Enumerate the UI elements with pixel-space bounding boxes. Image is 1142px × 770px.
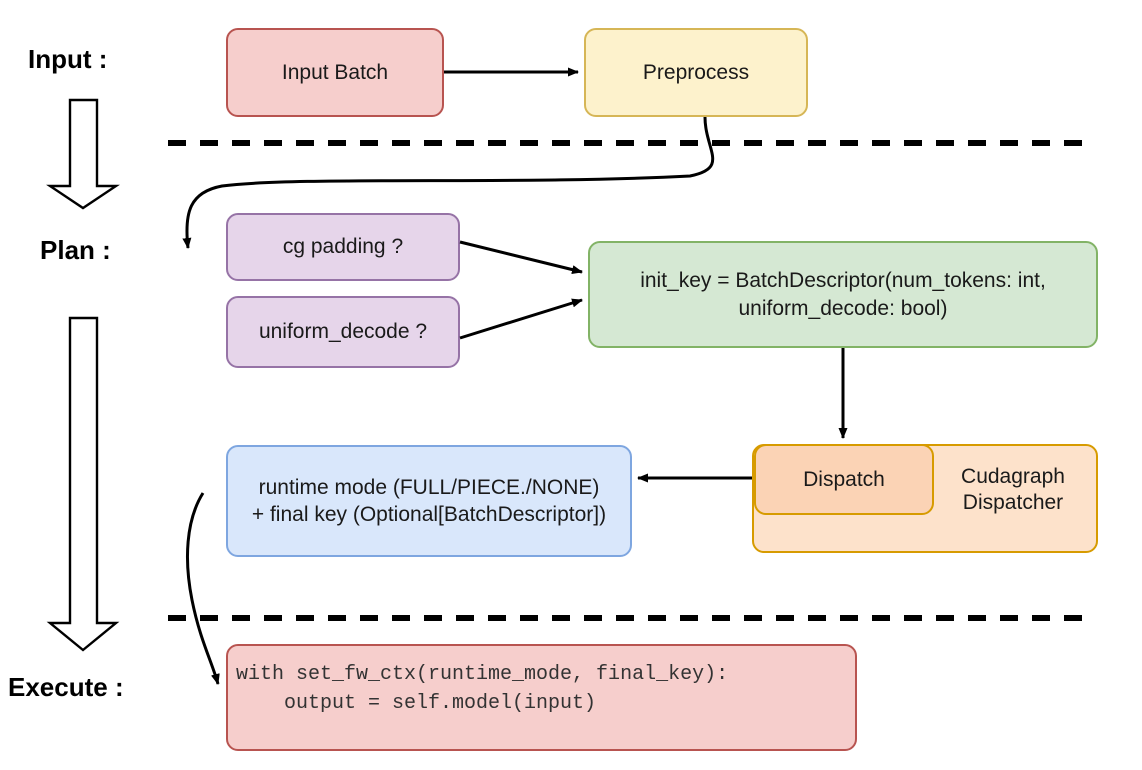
node-cudagraph-dispatcher-label: Cudagraph Dispatcher xyxy=(961,465,1065,515)
node-init-key-batch-descriptor[interactable]: init_key = BatchDescriptor(num_tokens: i… xyxy=(588,241,1098,348)
arrow-cg-padding-to-init-key xyxy=(459,240,583,274)
stage-label-plan: Plan : xyxy=(40,235,111,265)
arrow-uniform-decode-to-init-key xyxy=(459,298,583,340)
node-cg-padding[interactable]: cg padding ? xyxy=(226,213,460,281)
plan-to-execute-stage-arrow xyxy=(46,316,120,652)
node-preprocess[interactable]: Preprocess xyxy=(584,28,808,117)
node-input-batch[interactable]: Input Batch xyxy=(226,28,444,117)
node-dispatch[interactable]: Dispatch xyxy=(754,444,934,515)
node-execute-code[interactable]: with set_fw_ctx(runtime_mode, final_key)… xyxy=(226,644,857,751)
arrow-runtime-mode-to-execute-code xyxy=(185,492,220,685)
stage-label-execute: Execute : xyxy=(8,672,124,702)
node-runtime-mode[interactable]: runtime mode (FULL/PIECE./NONE) + final … xyxy=(226,445,632,557)
node-uniform-decode[interactable]: uniform_decode ? xyxy=(226,296,460,368)
input-to-plan-stage-arrow xyxy=(46,98,120,210)
stage-label-input: Input : xyxy=(28,44,108,74)
